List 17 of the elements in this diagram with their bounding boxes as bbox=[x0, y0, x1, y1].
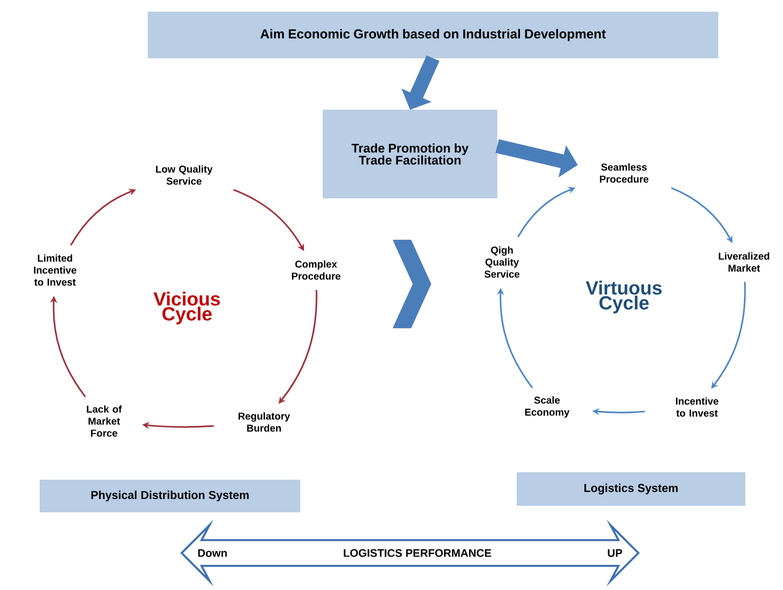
cycle-step: Scale Economy bbox=[525, 396, 570, 418]
cycle-step: Liveralized Market bbox=[718, 252, 770, 272]
cycle-title: Virtuous Cycle bbox=[586, 280, 662, 314]
cycle-title: Vicious Cycle bbox=[154, 292, 220, 324]
title-box: Logistics System bbox=[516, 472, 746, 506]
cycle-step: Limited Incentive to Invest bbox=[34, 254, 76, 286]
cycle-step: Seamless Procedure bbox=[600, 163, 648, 183]
chevron-arrow bbox=[392, 240, 432, 328]
cycle-step: Low Quality Service bbox=[156, 165, 213, 185]
title-box: Aim Economic Growth based on Industrial Development bbox=[148, 12, 718, 58]
cycle-step: Regulatory Burden bbox=[238, 412, 290, 432]
cycle-step: Qigh Quality Service bbox=[484, 246, 520, 278]
title-box: Physical Distribution System bbox=[40, 480, 300, 512]
cycle-step: Complex Procedure bbox=[292, 260, 340, 280]
title-box: Trade Promotion by Trade Facilitation bbox=[322, 110, 498, 198]
cycle-step: Incentive to Invest bbox=[676, 397, 718, 417]
cycle-step: Lack of Market Force bbox=[86, 405, 122, 437]
